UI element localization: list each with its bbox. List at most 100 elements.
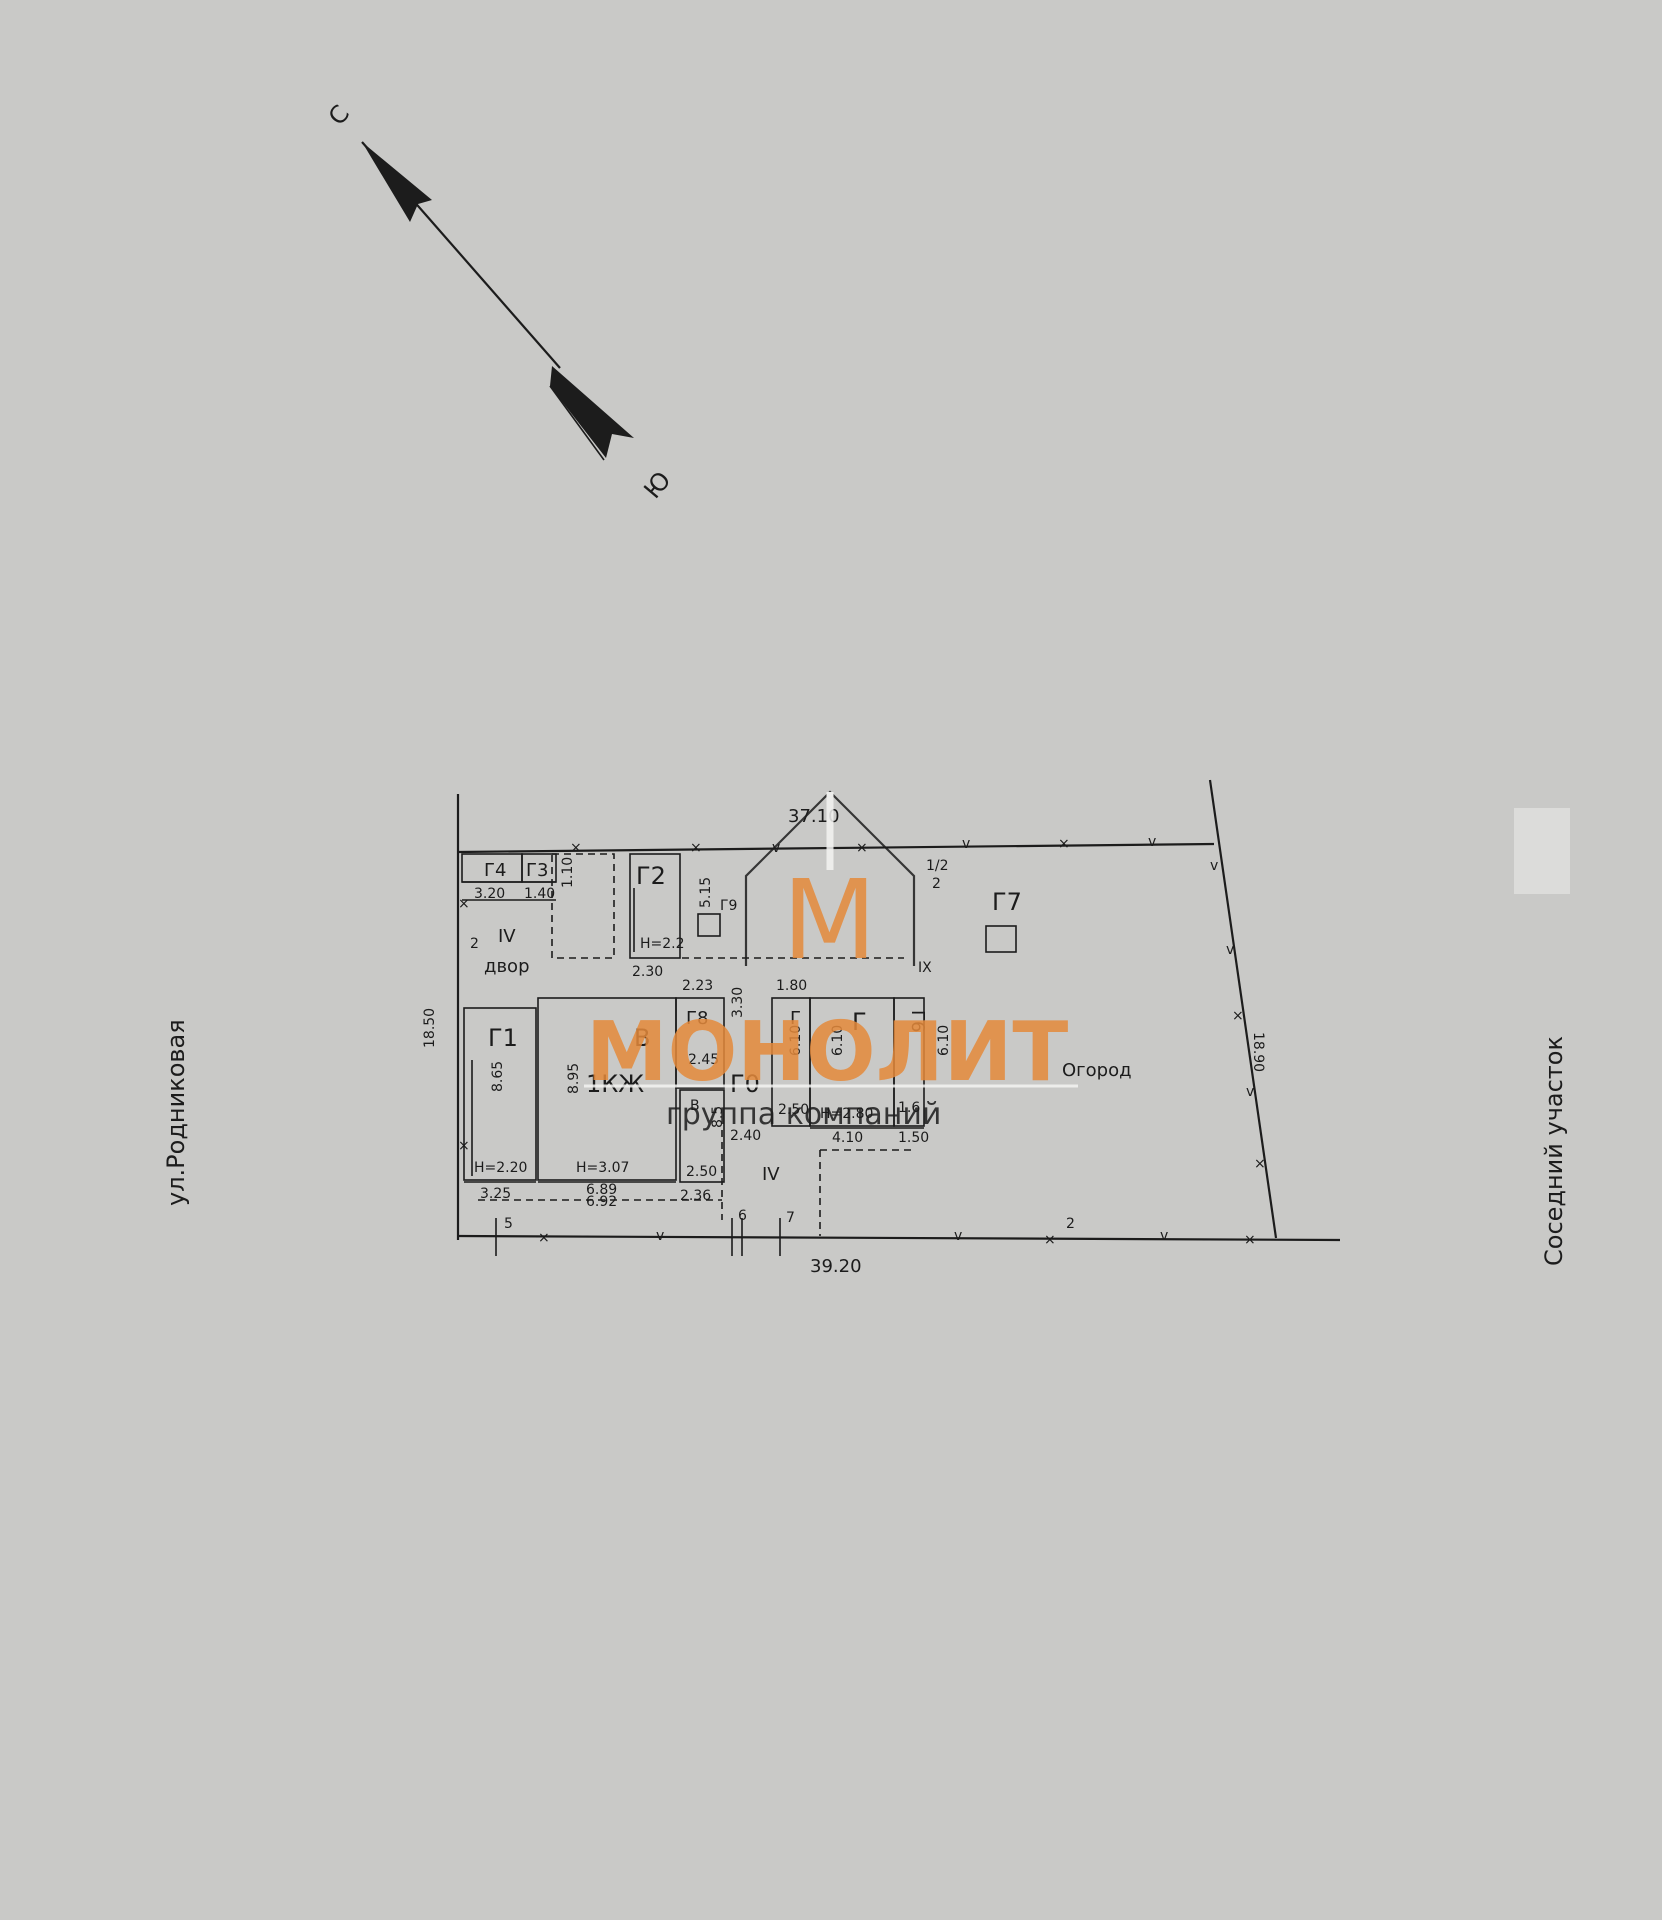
dim-g2-w: 2.30 — [632, 964, 663, 980]
watermark-subtitle: группа компаний — [666, 1097, 941, 1132]
building-g8 — [675, 997, 725, 1089]
neighbour-label-east: Соседний участок — [1540, 1036, 1568, 1266]
dim-vb-bottom: 2.36 — [680, 1188, 711, 1204]
svg-text:×: × — [570, 840, 582, 856]
point-half: 1/2 — [926, 858, 949, 874]
svg-text:v: v — [1160, 1228, 1168, 1244]
building-g9 — [697, 913, 721, 937]
segment-7: 7 — [786, 1210, 795, 1226]
main-house-label: 1КЖ — [586, 1070, 644, 1098]
building-g-b-label: Г — [852, 1008, 867, 1036]
svg-text:×: × — [458, 896, 470, 912]
segment-6: 6 — [738, 1208, 747, 1224]
svg-text:×: × — [1058, 836, 1070, 852]
svg-text:×: × — [1232, 1008, 1244, 1024]
dim-g1-w: 3.25 — [480, 1186, 511, 1202]
dim-g-left-h: 6.10 — [788, 1025, 804, 1056]
compass-arrow-south — [550, 366, 634, 458]
svg-text:×: × — [856, 840, 868, 856]
svg-text:×: × — [690, 840, 702, 856]
dim-g1-h: 8.65 — [490, 1061, 506, 1092]
dim-g2-hgt: H=2.2 — [640, 936, 685, 952]
dim-g2-h: 5.15 — [698, 877, 714, 908]
watermark-brand: МОНОЛИТ — [586, 1005, 1068, 1100]
svg-text:v: v — [1226, 942, 1234, 958]
dim-vb-h: 8.5 — [710, 1106, 726, 1128]
outline-dashed-a — [551, 853, 615, 959]
dim-g-top: 1.80 — [776, 978, 807, 994]
dim-g1-hgt: H=2.20 — [474, 1160, 527, 1176]
svg-text:v: v — [1246, 1084, 1254, 1100]
building-g7 — [985, 925, 1017, 953]
dim-main-w2: 6.92 — [586, 1194, 617, 1210]
building-g6-label: Г6 — [907, 1010, 928, 1032]
building-g3-label: Г3 — [526, 860, 548, 881]
dim-g-w2: H=2.80 — [820, 1106, 873, 1122]
svg-text:×: × — [1044, 1232, 1056, 1248]
dim-main-w1: 6.89 — [586, 1182, 617, 1198]
dim-g0-w: 2.40 — [730, 1128, 761, 1144]
svg-text:×: × — [538, 1230, 550, 1246]
point-2c: 2 — [1066, 1216, 1075, 1232]
dim-g3-h: 1.10 — [560, 857, 576, 888]
dim-g8-h: 3.30 — [730, 987, 746, 1018]
dim-g-mid-h: 6.10 — [830, 1025, 846, 1056]
dim-g8-inner: 2.45 — [688, 1052, 719, 1068]
zone-ix: IX — [918, 960, 932, 976]
dim-g3-w: 1.40 — [524, 886, 555, 902]
segment-5: 5 — [504, 1216, 513, 1232]
building-g8-label: Г8 — [686, 1008, 708, 1029]
svg-text:v: v — [772, 840, 780, 856]
point-2a: 2 — [470, 936, 479, 952]
watermark-letter: М — [782, 856, 877, 984]
dim-right-width: 18.90 — [1250, 1032, 1266, 1072]
dim-g4-w: 3.20 — [474, 886, 505, 902]
svg-text:v: v — [656, 1228, 664, 1244]
svg-text:v: v — [1148, 834, 1156, 850]
zone-iv-top: IV — [498, 926, 516, 947]
garden-label: Огород — [1062, 1060, 1132, 1081]
compass: С Ю — [323, 100, 677, 504]
building-g0-label: Г0 — [730, 1070, 760, 1098]
building-g1-label: Г1 — [488, 1024, 518, 1052]
building-g1 — [463, 1007, 537, 1181]
main-house — [537, 997, 677, 1181]
dim-g-w4: 1.50 — [898, 1130, 929, 1146]
building-g2-label: Г2 — [636, 862, 666, 890]
building-g4-label: Г4 — [484, 860, 506, 881]
dim-g-w1: 2.50 — [778, 1102, 809, 1118]
svg-text:v: v — [1210, 858, 1218, 874]
svg-text:v: v — [954, 1228, 962, 1244]
point-2b: 2 — [932, 876, 941, 892]
dim-main-h: 8.95 — [566, 1063, 582, 1094]
annex-v — [679, 1089, 725, 1183]
building-g-a-label: Г — [790, 1008, 801, 1029]
svg-text:v: v — [962, 836, 970, 852]
paper-mark — [1514, 808, 1570, 894]
yard-label: двор — [484, 956, 530, 977]
building-g7-label: Г7 — [992, 888, 1022, 916]
compass-south-label: Ю — [638, 466, 676, 504]
plot-boundary — [456, 779, 1341, 1256]
dim-g8-w: 2.23 — [682, 978, 713, 994]
zone-iv-bottom: IV — [762, 1164, 780, 1185]
compass-arrow-north — [362, 142, 432, 222]
compass-north-label: С — [323, 100, 355, 131]
main-house-v-label: В — [634, 1024, 650, 1052]
dim-g-right-h: 6.10 — [936, 1025, 952, 1056]
dim-g-w5: 1.6 — [898, 1100, 920, 1116]
street-label-west: ул.Родниковая — [162, 1019, 190, 1206]
dim-main-hgt: H=3.07 — [576, 1160, 629, 1176]
dim-g-w3: 4.10 — [832, 1130, 863, 1146]
dim-bottom-length: 39.20 — [810, 1256, 862, 1277]
svg-text:×: × — [1244, 1232, 1256, 1248]
building-g9-label: Г9 — [720, 898, 737, 914]
dim-left-width: 18.50 — [422, 1008, 438, 1048]
dim-vb-w: 2.50 — [686, 1164, 717, 1180]
watermark: М МОНОЛИТ группа компаний — [584, 790, 1078, 1132]
svg-text:×: × — [1254, 1156, 1266, 1172]
annex-v-label: В — [690, 1098, 700, 1114]
building-g2 — [629, 853, 681, 959]
building-g6 — [893, 997, 925, 1127]
